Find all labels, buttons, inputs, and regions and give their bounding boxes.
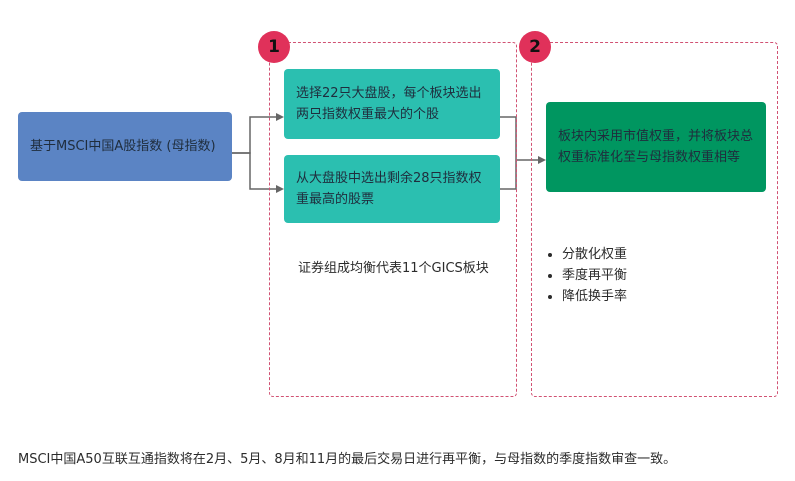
step2-weighting-label: 板块内采用市值权重，并将板块总权重标准化至与母指数权重相等	[558, 129, 754, 165]
step2-weighting-box: 板块内采用市值权重，并将板块总权重标准化至与母指数权重相等	[546, 102, 766, 192]
step2-badge: 2	[519, 31, 551, 63]
step1-badge: 1	[258, 31, 290, 63]
connector-base-to-step1b	[232, 152, 278, 190]
step2-bullet-list: 分散化权重 季度再平衡 降低换手率	[544, 244, 627, 307]
base-index-label: 基于MSCI中国A股指数 (母指数)	[30, 139, 216, 154]
step1-box-remaining-picks-label: 从大盘股中选出剩余28只指数权重最高的股票	[296, 171, 482, 207]
arrowhead-step2	[538, 156, 546, 164]
arrowhead-step1a	[276, 113, 284, 121]
arrowhead-step1b	[276, 185, 284, 193]
step1-box-remaining-picks: 从大盘股中选出剩余28只指数权重最高的股票	[284, 155, 500, 223]
base-index-box: 基于MSCI中国A股指数 (母指数)	[18, 112, 232, 181]
step1-box-sector-picks-label: 选择22只大盘股，每个板块选出两只指数权重最大的个股	[296, 86, 482, 122]
footer-note: MSCI中国A50互联互通指数将在2月、5月、8月和11月的最后交易日进行再平衡…	[18, 452, 677, 467]
step1-note: 证券组成均衡代表11个GICS板块	[298, 261, 489, 276]
bullet-item: 降低换手率	[562, 286, 627, 307]
bullet-item: 分散化权重	[562, 244, 627, 265]
bullet-item: 季度再平衡	[562, 265, 627, 286]
step1-box-sector-picks: 选择22只大盘股，每个板块选出两只指数权重最大的个股	[284, 69, 500, 139]
step2-panel	[531, 42, 778, 397]
step1-panel	[269, 42, 517, 397]
